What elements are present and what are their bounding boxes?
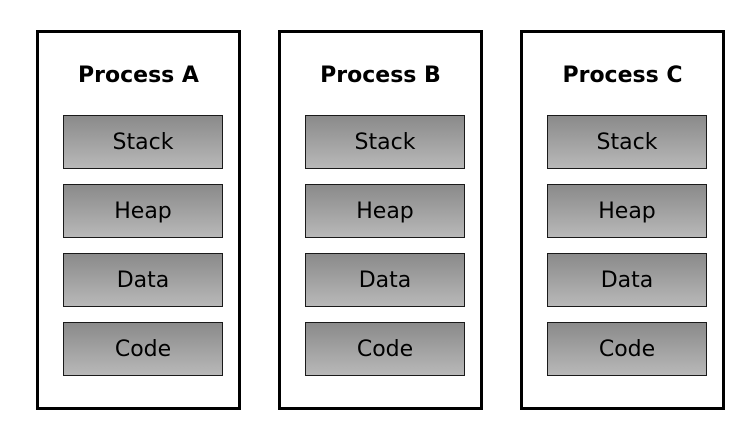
- process-c-heap-segment: Heap: [547, 184, 707, 238]
- process-c-title: Process C: [562, 63, 683, 88]
- process-b-stack-segment: Stack: [305, 115, 465, 169]
- process-a-code-segment: Code: [63, 322, 223, 376]
- process-b-data-segment: Data: [305, 253, 465, 307]
- process-b-box: Process B Stack Heap Data Code: [278, 30, 483, 410]
- process-b-code-segment: Code: [305, 322, 465, 376]
- process-c-code-segment: Code: [547, 322, 707, 376]
- process-a-title: Process A: [78, 63, 199, 88]
- process-c-stack-segment: Stack: [547, 115, 707, 169]
- process-c-box: Process C Stack Heap Data Code: [520, 30, 725, 410]
- process-a-heap-segment: Heap: [63, 184, 223, 238]
- process-a-box: Process A Stack Heap Data Code: [36, 30, 241, 410]
- process-a-data-segment: Data: [63, 253, 223, 307]
- process-b-title: Process B: [320, 63, 441, 88]
- process-a-stack-segment: Stack: [63, 115, 223, 169]
- process-c-data-segment: Data: [547, 253, 707, 307]
- process-b-heap-segment: Heap: [305, 184, 465, 238]
